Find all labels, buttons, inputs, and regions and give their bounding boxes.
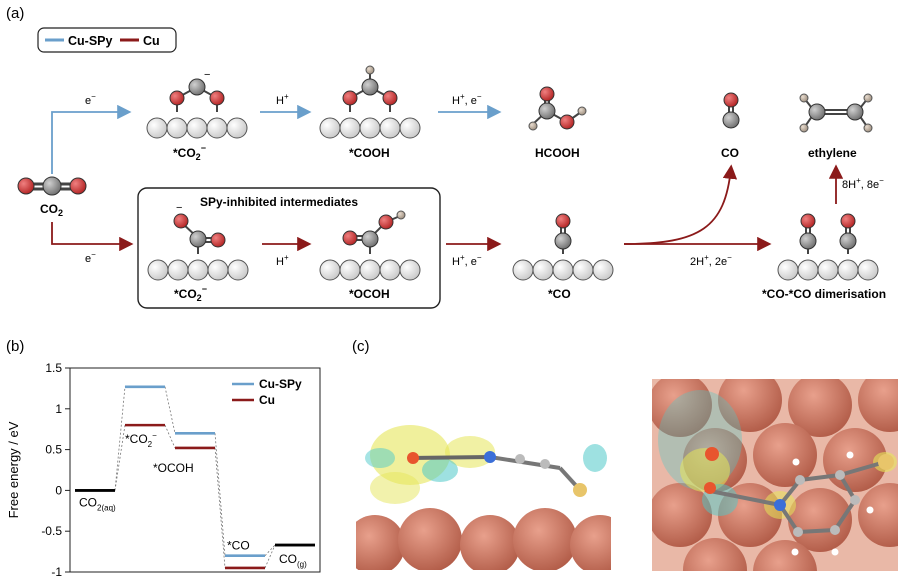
state-label-co2m: *CO2− bbox=[125, 431, 157, 449]
site-cooh-label: *COOH bbox=[349, 146, 390, 160]
arrow-red-4-label: 2H+, 2e− bbox=[690, 253, 732, 268]
state-label-ocoh: *OCOH bbox=[153, 461, 194, 475]
connector-line bbox=[264, 544, 276, 556]
inhibited-box: SPy-inhibited intermediates bbox=[137, 187, 441, 309]
hcooh-label: HCOOH bbox=[535, 146, 580, 160]
svg-text:−: − bbox=[176, 202, 182, 214]
site-co2-blue-label: *CO2− bbox=[173, 143, 206, 162]
surface-row-5 bbox=[512, 259, 614, 281]
y-tick-label: 0 bbox=[55, 483, 62, 497]
render-top-view bbox=[652, 379, 898, 571]
arrow-blue-2-label: H+ bbox=[276, 92, 289, 107]
legend-cuspy-label: Cu-SPy bbox=[68, 34, 113, 48]
co2-molecule: CO2 bbox=[17, 176, 87, 218]
svg-text:−: − bbox=[204, 69, 210, 81]
surface-row-2 bbox=[319, 117, 421, 139]
arrow-red-1-label: e− bbox=[85, 250, 96, 265]
site-co2-red: − *CO2− bbox=[147, 202, 249, 303]
y-tick-label: -0.5 bbox=[41, 524, 62, 538]
connector-line bbox=[214, 433, 226, 556]
y-tick-label: 1 bbox=[55, 402, 62, 416]
state-label-co2aq: CO2(aq) bbox=[79, 495, 116, 512]
connector-line bbox=[164, 386, 176, 434]
legend-a: Cu-SPy Cu bbox=[37, 27, 177, 53]
y-axis-label: Free energy / eV bbox=[6, 421, 21, 518]
co2-label: CO2 bbox=[40, 202, 63, 218]
panel-a-label: (a) bbox=[6, 5, 24, 22]
state-label-cog: CO(g) bbox=[279, 552, 307, 569]
y-tick-label: 0.5 bbox=[45, 443, 62, 457]
arrow-red-3-label: H+, e− bbox=[452, 253, 482, 268]
y-tick-label: 1.5 bbox=[45, 361, 62, 375]
arrow-blue-3-label: H+, e− bbox=[452, 92, 482, 107]
connector-line bbox=[114, 386, 126, 491]
inhibited-box-title: SPy-inhibited intermediates bbox=[200, 195, 358, 209]
co-molecule: CO bbox=[721, 92, 740, 160]
connector-line bbox=[164, 424, 176, 449]
surface-row-6 bbox=[777, 259, 879, 281]
state-label-co: *CO bbox=[227, 539, 250, 553]
arrow-blue-1 bbox=[51, 104, 132, 174]
site-co2-blue: − *CO2− bbox=[146, 69, 248, 162]
hcooh-molecule: HCOOH bbox=[528, 86, 587, 160]
chart-frame bbox=[69, 367, 321, 573]
render-side-view bbox=[356, 425, 611, 570]
site-co-ads: *CO bbox=[512, 213, 614, 301]
surface-row-1 bbox=[146, 117, 248, 139]
panel-c-label: (c) bbox=[352, 338, 370, 355]
site-dimer-label: *CO-*CO dimerisation bbox=[762, 287, 886, 301]
site-co-ads-label: *CO bbox=[548, 287, 571, 301]
arrow-red-to-co bbox=[623, 164, 738, 245]
co-label: CO bbox=[721, 146, 739, 160]
arrow-red-5-label: 8H+, 8e− bbox=[842, 176, 884, 191]
legend-b-cu: Cu bbox=[259, 393, 275, 407]
site-dimer: *CO-*CO dimerisation bbox=[762, 213, 886, 301]
arrow-red-1 bbox=[51, 222, 134, 252]
site-cooh: *COOH bbox=[319, 65, 421, 160]
ethylene-label: ethylene bbox=[808, 146, 857, 160]
arrow-blue-1-label: e− bbox=[85, 92, 96, 107]
legend-cu-label: Cu bbox=[143, 34, 160, 48]
site-co2-red-label: *CO2− bbox=[174, 284, 207, 303]
ethylene-molecule: ethylene bbox=[799, 93, 873, 160]
surface-row-4 bbox=[319, 259, 421, 281]
connector-line bbox=[264, 544, 276, 569]
arrow-red-2-label: H+ bbox=[276, 253, 289, 268]
site-ocoh: *OCOH bbox=[319, 210, 421, 301]
connector-line bbox=[114, 425, 126, 491]
connector-line bbox=[214, 447, 226, 568]
site-ocoh-label: *OCOH bbox=[349, 287, 390, 301]
panel-b-label: (b) bbox=[6, 338, 24, 355]
surface-row-3 bbox=[147, 259, 249, 281]
y-tick-label: -1 bbox=[51, 565, 62, 578]
legend-b-cuspy: Cu-SPy bbox=[259, 377, 302, 391]
